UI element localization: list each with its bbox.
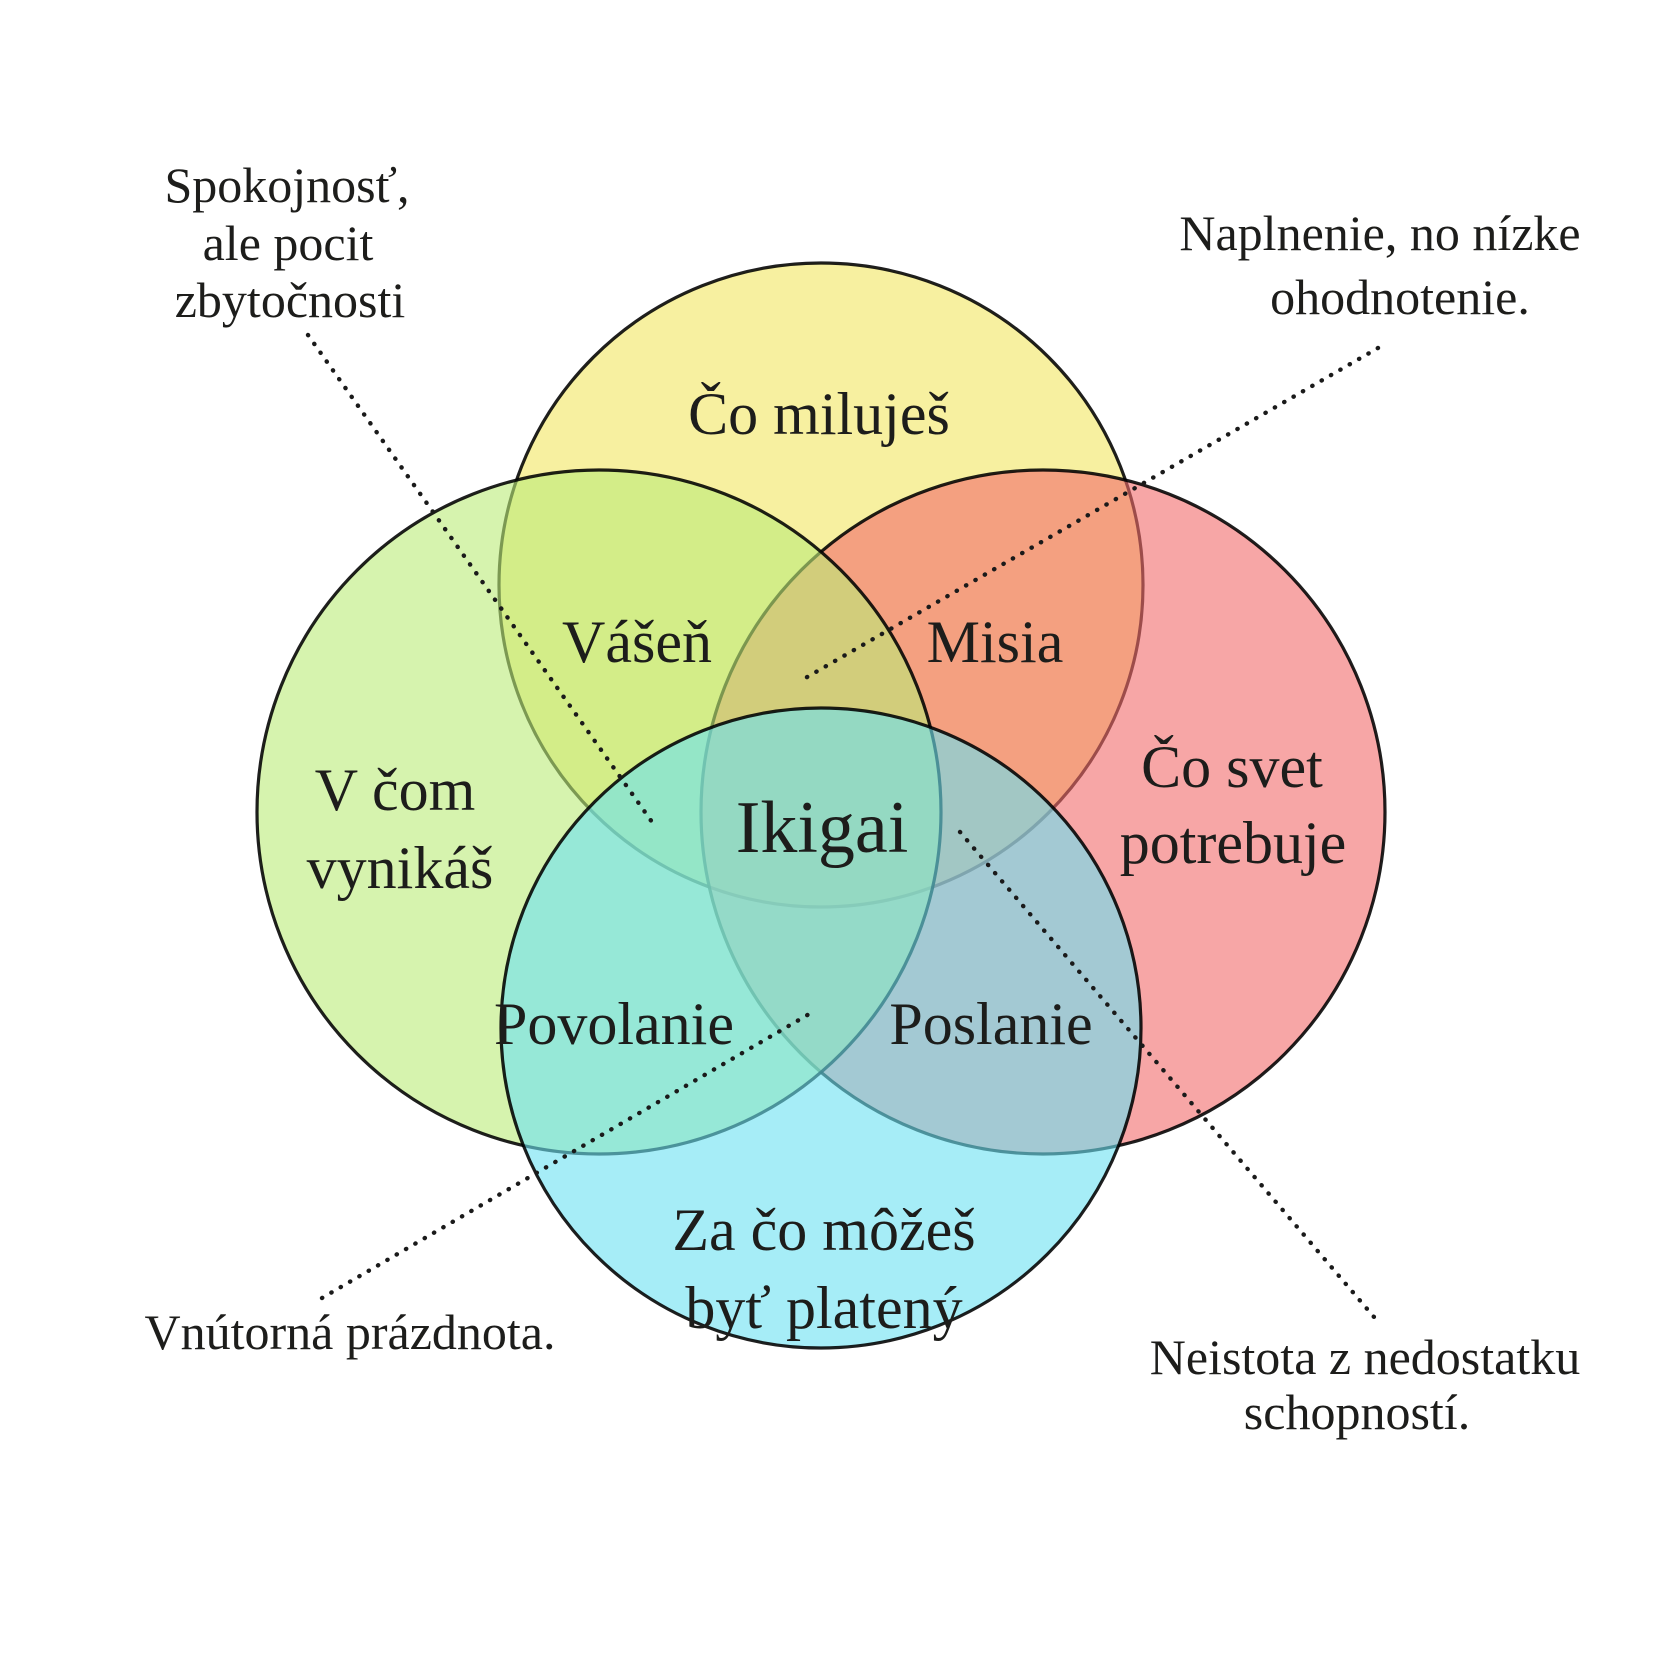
label-what-world-needs-line2: potrebuje [1120, 810, 1347, 876]
label-paid-for-line1: Za čo môžeš [672, 1197, 975, 1263]
annotation-top-left-line1: Spokojnosť, [164, 157, 409, 213]
overlap-label-profession: Povolanie [494, 991, 734, 1057]
label-what-you-excel-at-line1: V čom [315, 757, 476, 823]
label-what-you-excel-at-line2: vynikáš [307, 835, 494, 901]
annotation-top-left-line2: ale pocit [203, 215, 374, 271]
annotation-top-right-line2: ohodnotenie. [1270, 269, 1530, 325]
annotation-top-left-line3: zbytočnosti [175, 272, 406, 328]
overlap-label-vocation: Poslanie [889, 991, 1092, 1057]
leader-line-bottom-left [319, 1007, 819, 1301]
circle-what-you-can-be-paid-for [499, 706, 1143, 1350]
center-label-ikigai: Ikigai [736, 787, 909, 869]
overlap-label-passion: Vášeň [562, 609, 712, 675]
label-what-you-love: Čo miluješ [688, 381, 950, 447]
label-paid-for-line2: byť platený [685, 1275, 962, 1341]
leader-line-bottom-right [957, 829, 1383, 1327]
annotation-bottom-right-line1: Neistota z nedostatku [1150, 1329, 1580, 1385]
annotation-bottom-left-line1: Vnútorná prázdnota. [145, 1304, 556, 1360]
overlap-label-mission: Misia [927, 609, 1064, 675]
label-what-world-needs-line1: Čo svet [1141, 734, 1323, 800]
leader-line-top-left [305, 332, 655, 825]
annotation-top-right-line1: Naplnenie, no nízke [1179, 205, 1580, 261]
annotation-bottom-right-line2: schopností. [1244, 1384, 1470, 1440]
